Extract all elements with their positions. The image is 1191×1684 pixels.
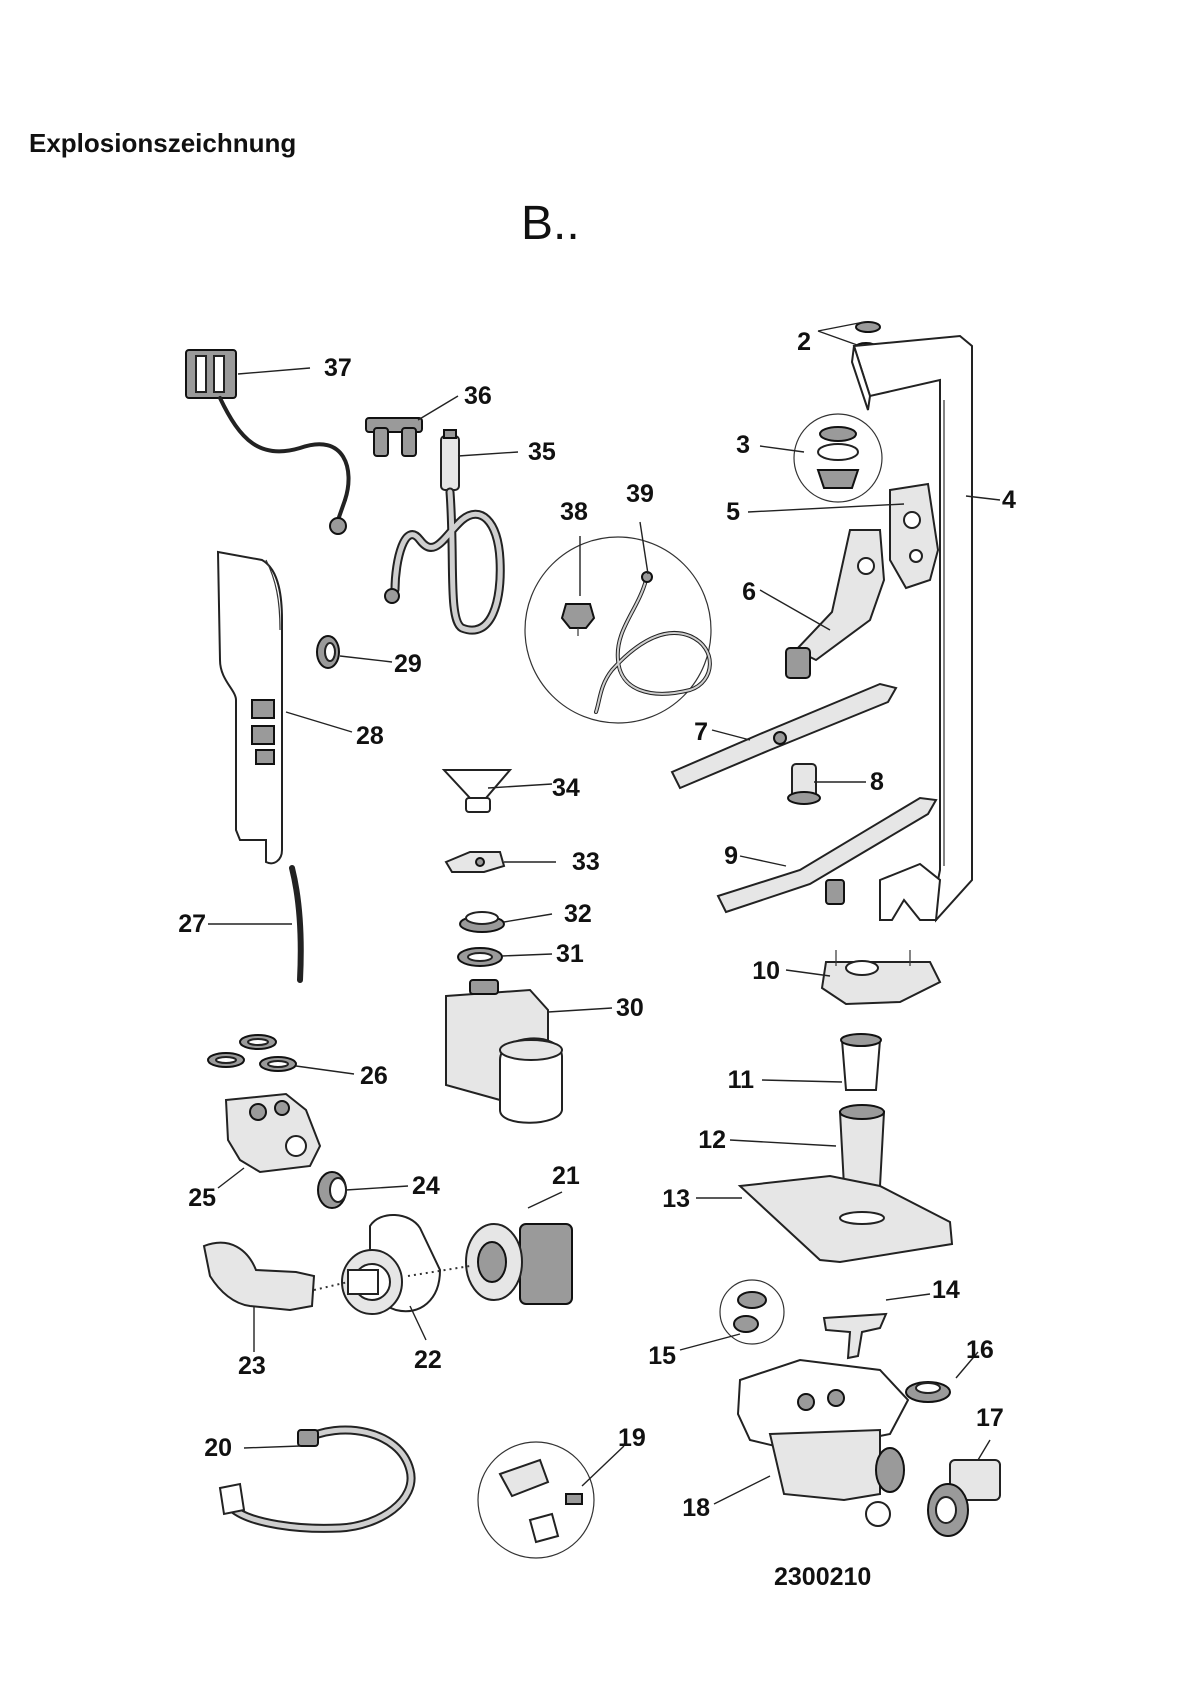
part-13-flat-filter bbox=[737, 1174, 954, 1264]
callout-5: 5 bbox=[726, 498, 740, 526]
leader-lines bbox=[208, 321, 1001, 1505]
callout-10: 10 bbox=[752, 957, 780, 985]
part-5-holder bbox=[889, 482, 940, 590]
callout-30: 30 bbox=[616, 994, 644, 1022]
callout-2: 2 bbox=[797, 328, 811, 356]
part-8-nozzle bbox=[787, 763, 821, 805]
part-7-upper-spray-arm bbox=[670, 682, 898, 790]
part-25-housing bbox=[224, 1092, 322, 1174]
part-35-inlet-hose bbox=[384, 429, 505, 635]
part-33-plate bbox=[444, 851, 506, 873]
part-10-support bbox=[820, 950, 942, 1006]
detail-circle-38-39 bbox=[524, 536, 712, 724]
part-32-cap bbox=[459, 911, 505, 933]
callout-35: 35 bbox=[528, 438, 556, 466]
page-heading: Explosionszeichnung bbox=[29, 128, 297, 158]
callout-36: 36 bbox=[464, 382, 492, 410]
callout-21: 21 bbox=[552, 1162, 580, 1190]
part-17-drain-pump bbox=[927, 1459, 1001, 1537]
part-14-clip bbox=[822, 1312, 888, 1360]
callout-15: 15 bbox=[648, 1342, 676, 1370]
callout-28: 28 bbox=[356, 722, 384, 750]
part-26-seals bbox=[207, 1034, 297, 1072]
part-20-drain-hose bbox=[218, 1425, 416, 1533]
callout-20: 20 bbox=[204, 1434, 232, 1462]
part-9-lower-spray-arm bbox=[716, 796, 938, 914]
drawing-number: 2300210 bbox=[774, 1563, 871, 1591]
callout-9: 9 bbox=[724, 842, 738, 870]
part-18-sump bbox=[736, 1358, 910, 1527]
part-34-funnel bbox=[441, 769, 513, 813]
part-29-ring bbox=[316, 635, 340, 669]
callout-39: 39 bbox=[626, 480, 654, 508]
part-11-micro-filter bbox=[840, 1033, 882, 1091]
callout-13: 13 bbox=[662, 1185, 690, 1213]
callout-12: 12 bbox=[698, 1126, 726, 1154]
detail-circle-3 bbox=[793, 413, 883, 503]
part-16-cap bbox=[905, 1381, 951, 1403]
callout-8: 8 bbox=[870, 768, 884, 796]
callout-6: 6 bbox=[742, 578, 756, 606]
detail-circle-19 bbox=[477, 1441, 595, 1559]
callout-17: 17 bbox=[976, 1404, 1004, 1432]
part-24-sleeve bbox=[317, 1171, 347, 1209]
part-28-side-panel bbox=[216, 550, 283, 865]
variant-label: B.. bbox=[521, 197, 580, 250]
callout-27: 27 bbox=[178, 910, 206, 938]
part-21-motor bbox=[465, 1223, 573, 1305]
part-6-feed bbox=[785, 529, 886, 679]
part-23-elbow-hose bbox=[202, 1241, 471, 1312]
part-36-clip bbox=[365, 417, 423, 457]
callout-24: 24 bbox=[412, 1172, 440, 1200]
callout-16: 16 bbox=[966, 1336, 994, 1364]
callout-37: 37 bbox=[324, 354, 352, 382]
callout-18: 18 bbox=[682, 1494, 710, 1522]
part-27-tube bbox=[289, 865, 304, 983]
callout-32: 32 bbox=[564, 900, 592, 928]
callout-23: 23 bbox=[238, 1352, 266, 1380]
callout-7: 7 bbox=[694, 718, 708, 746]
callout-38: 38 bbox=[560, 498, 588, 526]
detail-circle-15 bbox=[719, 1279, 785, 1345]
part-30-salt-container bbox=[445, 979, 563, 1124]
callout-19: 19 bbox=[618, 1424, 646, 1452]
callout-11: 11 bbox=[728, 1066, 755, 1094]
callout-26: 26 bbox=[360, 1062, 388, 1090]
callout-14: 14 bbox=[932, 1276, 960, 1304]
callout-33: 33 bbox=[572, 848, 600, 876]
callout-4: 4 bbox=[1002, 486, 1016, 514]
callout-34: 34 bbox=[552, 774, 580, 802]
callout-25: 25 bbox=[188, 1184, 216, 1212]
part-37-mains-connector bbox=[185, 349, 351, 535]
callout-22: 22 bbox=[414, 1346, 442, 1374]
callout-3: 3 bbox=[736, 431, 750, 459]
part-4-feed-tube bbox=[850, 334, 973, 923]
callout-29: 29 bbox=[394, 650, 422, 678]
part-22-pump bbox=[341, 1213, 442, 1315]
part-31-seal bbox=[457, 947, 503, 967]
callout-31: 31 bbox=[556, 940, 584, 968]
part-12-filter-cylinder bbox=[838, 1104, 886, 1187]
